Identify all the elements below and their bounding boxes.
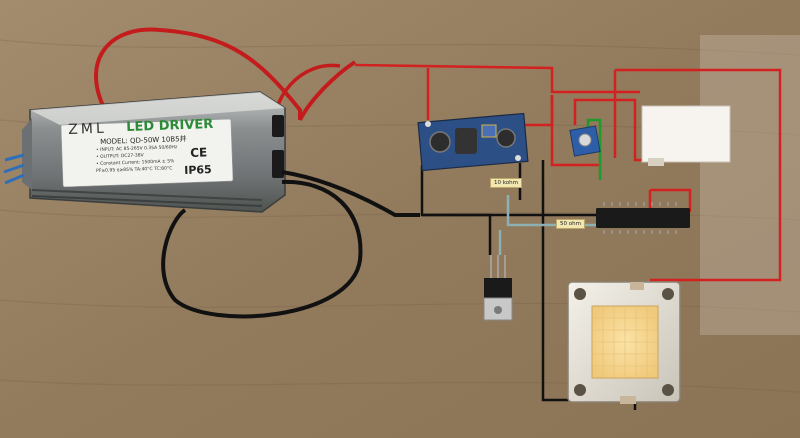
ic-chip	[596, 202, 690, 234]
paper-panel	[700, 35, 800, 335]
driver-rating: IP65	[184, 163, 212, 177]
potentiometer	[569, 125, 601, 157]
driver-brand: ZML	[68, 120, 108, 138]
driver-title: LED DRIVER	[126, 116, 214, 135]
led-driver	[3, 91, 286, 213]
dc-wire-black-loop	[161, 179, 363, 319]
ac-wire-red-2	[298, 60, 357, 121]
driver-ce-mark: CE	[190, 145, 208, 160]
resistor-label-10k: 10 kohm	[490, 178, 522, 188]
display-module	[641, 105, 731, 166]
dc-wire-black-1	[281, 170, 420, 217]
ac-wire-red-1	[94, 27, 302, 120]
cob-led	[567, 281, 681, 404]
resistor-label-50ohm: 50 ohm	[556, 219, 585, 229]
buck-converter	[417, 112, 529, 172]
transistor	[483, 255, 513, 321]
